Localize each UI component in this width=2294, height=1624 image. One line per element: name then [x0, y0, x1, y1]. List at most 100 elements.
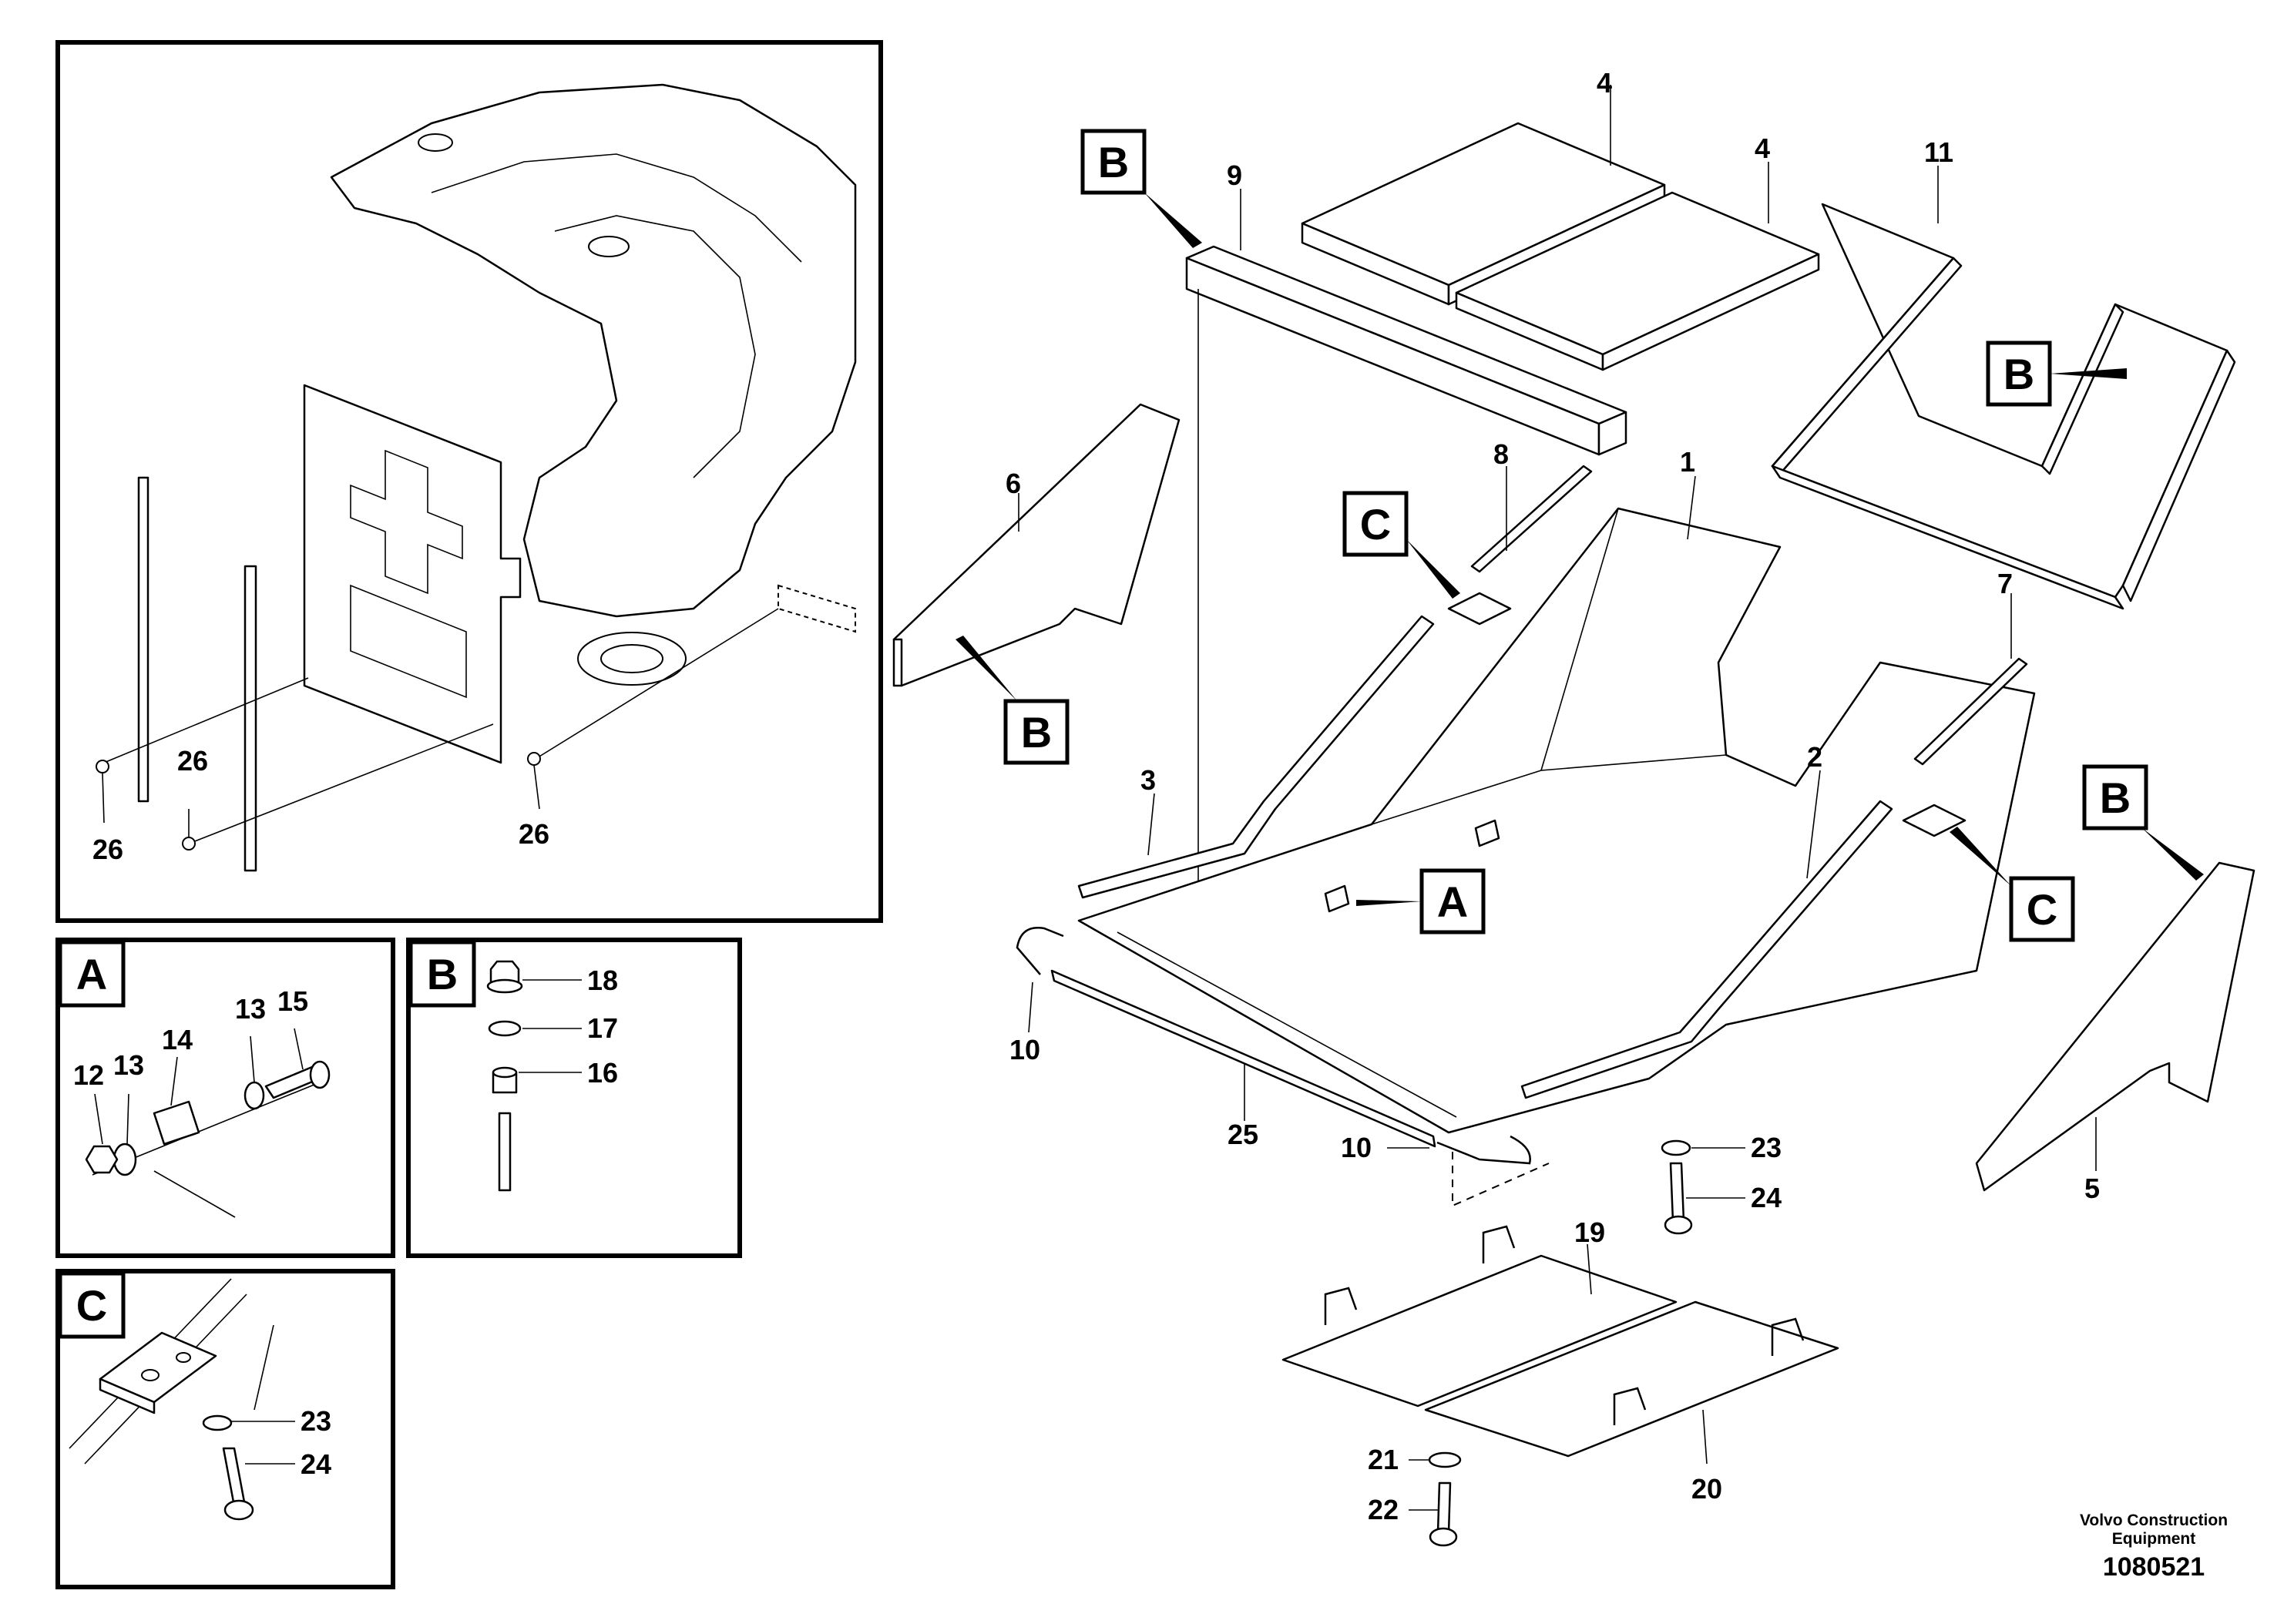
drawing-number: 1080521 — [2103, 1552, 2205, 1582]
cover-plate-window — [350, 584, 467, 699]
cover-plate — [303, 384, 522, 764]
pointer-arrow — [2050, 368, 2127, 379]
mounting-bracket — [1771, 1317, 1805, 1356]
detail-b-border — [406, 938, 742, 1258]
rail-8 — [1470, 465, 1593, 573]
detail-c-marker — [2009, 876, 2075, 942]
pointer-arrow — [956, 636, 1017, 701]
mounting-outline — [778, 584, 856, 633]
frame-hole — [418, 133, 453, 152]
side-strip — [244, 565, 257, 872]
detail-b-inset: B 18 17 16 — [406, 938, 742, 1258]
leader-line — [1687, 475, 1696, 540]
washer — [244, 1081, 265, 1110]
swing-bearing-inner — [600, 644, 663, 673]
main-exploded-view: 4 4 9 B 11 B 6 B 5 B — [892, 67, 2255, 1547]
bolt-line — [103, 677, 309, 763]
bolt-shank — [1436, 1481, 1452, 1535]
frame-edge-line — [431, 153, 802, 263]
callout-6: 6 — [1006, 468, 1021, 499]
detail-b-badge — [408, 940, 476, 1008]
tray-edge — [1117, 931, 1457, 1118]
callout-19: 19 — [1574, 1216, 1605, 1248]
washer — [202, 1414, 233, 1431]
square-nut — [1324, 884, 1350, 913]
detail-b-marker — [1003, 699, 1070, 765]
bolt-line — [188, 723, 494, 844]
pointer-arrow — [1144, 193, 1202, 248]
detail-a-badge — [58, 940, 126, 1008]
washer — [1661, 1139, 1691, 1156]
callout-16: 16 — [587, 1057, 618, 1089]
callout-5: 5 — [2084, 1173, 2100, 1204]
cover-plate-cutout — [350, 449, 463, 595]
callout-13: 13 — [235, 993, 266, 1025]
leader-line — [1702, 1409, 1708, 1465]
bottom-plate-19 — [1281, 1254, 1678, 1408]
stud — [498, 1112, 512, 1192]
clamp-plate — [1902, 804, 1967, 837]
company-name-line2: Equipment — [2112, 1530, 2196, 1548]
bent-tube-10 — [1016, 927, 1064, 975]
drawing-footer: Volvo Construction Equipment 1080521 — [2080, 1512, 2228, 1582]
side-strip — [137, 476, 149, 803]
callout-26: 26 — [92, 834, 123, 865]
washer — [488, 1020, 522, 1037]
leader-line — [102, 772, 105, 824]
bent-tube-10 — [1436, 1135, 1531, 1165]
detail-c-letter: C — [76, 1281, 107, 1330]
callout-26: 26 — [519, 818, 549, 850]
company-name-line1: Volvo Construction — [2080, 1512, 2228, 1529]
callout-1: 1 — [1680, 446, 1695, 478]
leader-line — [250, 1035, 255, 1083]
callout-11: 11 — [1924, 136, 1953, 168]
pointer-arrow — [1950, 827, 2011, 886]
leader-line — [170, 1056, 178, 1106]
callout-20: 20 — [1691, 1473, 1722, 1505]
detail-b-marker-letter: B — [2100, 773, 2131, 822]
frame-hole — [588, 236, 630, 257]
callout-22: 22 — [1368, 1494, 1399, 1525]
callout-14: 14 — [162, 1024, 193, 1055]
frame-overview-inset: 26 26 26 — [55, 40, 883, 923]
tray-fold-line — [1371, 770, 1542, 825]
bolt-icon — [527, 752, 541, 766]
callout-18: 18 — [587, 965, 618, 996]
pointer-arrow — [2142, 828, 2204, 881]
bolt-line — [535, 608, 779, 760]
pointer-arrow — [1406, 539, 1460, 599]
bolt-head — [1664, 1215, 1693, 1235]
detail-c-badge — [58, 1271, 126, 1339]
bolt-shank — [222, 1447, 247, 1508]
detail-b-marker-letter: B — [1021, 708, 1052, 757]
detail-b-marker — [1986, 341, 2052, 407]
bolt-head — [223, 1499, 254, 1521]
detail-c-border — [55, 1269, 395, 1589]
leader-line — [126, 1093, 129, 1145]
bolt-icon — [182, 837, 196, 851]
leader-line — [294, 1028, 304, 1070]
bolt-head — [309, 1060, 331, 1089]
detail-a-marker-letter: A — [1437, 877, 1468, 926]
leader-line — [1147, 793, 1155, 856]
detail-a-letter: A — [76, 950, 107, 998]
pointer-arrow — [1356, 900, 1422, 906]
detail-a-border — [55, 938, 395, 1258]
lock-nut — [85, 1145, 119, 1174]
bolt-head — [1429, 1527, 1458, 1547]
rail-25 — [1050, 969, 1436, 1148]
detail-c-marker-letter: C — [1360, 500, 1391, 549]
callout-7: 7 — [1997, 568, 2013, 599]
callout-4: 4 — [1755, 133, 1770, 164]
callout-2: 2 — [1807, 741, 1822, 773]
bolt-shank — [1669, 1162, 1685, 1223]
callout-21: 21 — [1368, 1444, 1399, 1475]
callout-4: 4 — [1597, 67, 1612, 99]
callout-17: 17 — [587, 1012, 618, 1044]
overview-frame-border — [55, 40, 883, 923]
detail-c-marker — [1342, 491, 1409, 557]
callout-10: 10 — [1341, 1132, 1372, 1163]
bolt-icon — [96, 760, 109, 773]
